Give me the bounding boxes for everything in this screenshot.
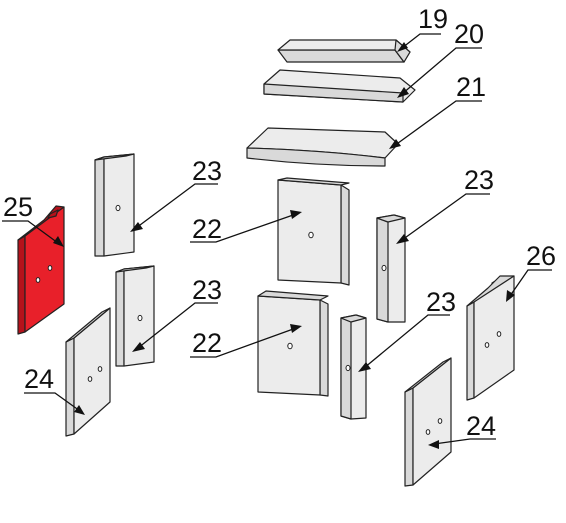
label-part-22-lower: 22 (192, 328, 222, 358)
label-part-23-right-upper: 23 (464, 165, 494, 195)
leader-lines (2, 33, 552, 449)
label-part-23-upper-left: 23 (192, 156, 222, 186)
label-part-19: 19 (418, 4, 448, 34)
label-part-22-upper: 22 (192, 214, 222, 244)
part-25-highlighted-panel[interactable] (17, 205, 65, 335)
part-22-lower-back-brick[interactable] (257, 290, 329, 397)
label-part-23-lower-left: 23 (192, 275, 222, 305)
label-part-24-right: 24 (466, 411, 496, 441)
part-20-plate[interactable] (263, 69, 416, 103)
label-part-25: 25 (3, 192, 33, 222)
part-26-notched-panel[interactable] (466, 275, 515, 401)
part-19-top-plate[interactable] (277, 39, 411, 63)
part-23-right-lower-column[interactable] (340, 314, 367, 420)
part-23-upper-left-column[interactable] (94, 153, 135, 257)
part-24-left-side-panel[interactable] (65, 307, 111, 437)
label-part-26: 26 (526, 241, 556, 271)
part-24-right-side-panel[interactable] (404, 357, 452, 487)
part-22-upper-back-brick[interactable] (277, 177, 350, 286)
label-part-23-right-lower: 23 (426, 287, 456, 317)
part-21-curved-baffle[interactable] (246, 127, 399, 167)
part-number-labels: 19 20 21 23 22 23 22 23 23 24 24 25 26 (3, 4, 556, 441)
label-part-24-left: 24 (24, 364, 54, 394)
part-23-right-upper-column[interactable] (376, 214, 406, 323)
label-part-21: 21 (456, 72, 486, 102)
label-part-20: 20 (454, 19, 484, 49)
